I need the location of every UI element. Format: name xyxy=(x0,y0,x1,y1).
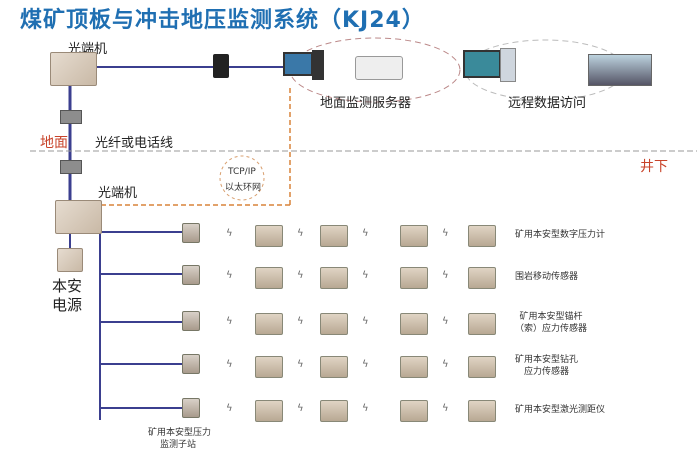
surface-label: 地面 xyxy=(40,135,68,151)
sensor-row-label-line: 围岩移动传感器 xyxy=(515,272,579,282)
wireless-icon: ϟ xyxy=(226,359,233,370)
substation-icon xyxy=(182,354,200,374)
sensor-icon xyxy=(468,356,496,378)
wireless-icon: ϟ xyxy=(362,403,369,414)
sensor-icon xyxy=(400,313,428,335)
remote-monitor-icon xyxy=(463,50,501,78)
surface-server-label: 地面监测服务器 xyxy=(320,96,412,111)
substation-label-2: 监测子站 xyxy=(160,440,197,450)
remote-tower-icon xyxy=(500,48,516,82)
sensor-row-label-line: 矿用本安型钻孔 xyxy=(515,355,579,365)
underground-label: 井下 xyxy=(640,159,668,175)
tcpip-label: TCP/IP xyxy=(228,167,256,177)
sensor-row-label: 矿用本安型锚杆 （索）应力传感器 xyxy=(515,311,587,335)
sensor-row-label-line: 矿用本安型激光测距仪 xyxy=(515,405,606,415)
substation-icon xyxy=(182,265,200,285)
wireless-icon: ϟ xyxy=(442,359,449,370)
sensor-icon xyxy=(255,313,283,335)
power-label-1: 本安 xyxy=(52,277,83,295)
wireless-icon: ϟ xyxy=(362,228,369,239)
sensor-icon xyxy=(400,267,428,289)
substation-icon xyxy=(182,311,200,331)
wireless-icon: ϟ xyxy=(362,359,369,370)
sensor-icon xyxy=(468,400,496,422)
wireless-icon: ϟ xyxy=(226,270,233,281)
sensor-icon xyxy=(255,400,283,422)
sensor-row-label-line: 应力传感器 xyxy=(524,367,570,377)
branch-lines xyxy=(100,231,183,409)
converter-icon-bottom xyxy=(60,160,82,174)
wireless-icon: ϟ xyxy=(297,403,304,414)
sensor-icon xyxy=(468,225,496,247)
converter-icon-top xyxy=(60,110,82,124)
sensor-row-label-line: 矿用本安型锚杆 xyxy=(519,312,583,322)
control-room-photo xyxy=(588,54,652,86)
sensor-icon xyxy=(468,267,496,289)
sensor-icon xyxy=(400,356,428,378)
sensor-row-label: 矿用本安型数字压力计 xyxy=(515,229,605,241)
sensor-icon xyxy=(400,225,428,247)
optical-terminal-bottom xyxy=(55,200,102,234)
wireless-icon: ϟ xyxy=(362,270,369,281)
wireless-icon: ϟ xyxy=(297,270,304,281)
substation-label-1: 矿用本安型压力 xyxy=(148,428,212,438)
optical-terminal-top xyxy=(50,52,97,86)
wireless-icon: ϟ xyxy=(297,316,304,327)
sensor-icon xyxy=(255,356,283,378)
printer-icon xyxy=(355,56,403,80)
sensor-icon xyxy=(468,313,496,335)
wireless-icon: ϟ xyxy=(297,228,304,239)
power-supply-icon xyxy=(57,248,83,272)
wireless-icon: ϟ xyxy=(442,316,449,327)
sensor-icon xyxy=(320,225,348,247)
substation-icon xyxy=(182,223,200,243)
remote-access-label: 远程数据访问 xyxy=(508,96,587,111)
sensor-icon xyxy=(255,267,283,289)
wireless-icon: ϟ xyxy=(442,228,449,239)
sensor-icon xyxy=(255,225,283,247)
sensor-row-label: 围岩移动传感器 xyxy=(515,271,578,283)
wireless-icon: ϟ xyxy=(226,403,233,414)
ups-icon xyxy=(213,54,229,78)
power-label-2: 电源 xyxy=(52,296,83,314)
wireless-icon: ϟ xyxy=(226,228,233,239)
sensor-row-label: 矿用本安型钻孔应力传感器 xyxy=(515,354,578,378)
sensor-icon xyxy=(400,400,428,422)
fiber-phone-label: 光纤或电话线 xyxy=(95,136,174,151)
wireless-icon: ϟ xyxy=(362,316,369,327)
server-tower-icon xyxy=(312,50,324,80)
server-monitor-icon xyxy=(283,52,313,76)
wireless-icon: ϟ xyxy=(226,316,233,327)
wireless-icon: ϟ xyxy=(442,270,449,281)
diagram-title: 煤矿顶板与冲击地压监测系统（KJ24） xyxy=(20,8,425,33)
sensor-row-label-line: （索）应力传感器 xyxy=(515,324,588,334)
sensor-icon xyxy=(320,313,348,335)
optical-terminal-bottom-label: 光端机 xyxy=(98,186,138,201)
wireless-icon: ϟ xyxy=(442,403,449,414)
sensor-icon xyxy=(320,400,348,422)
substation-icon xyxy=(182,398,200,418)
wireless-icon: ϟ xyxy=(297,359,304,370)
sensor-row-label-line: 矿用本安型数字压力计 xyxy=(515,230,606,240)
ethernet-ring-label: 以太环网 xyxy=(225,183,262,193)
sensor-icon xyxy=(320,267,348,289)
sensor-row-label: 矿用本安型激光测距仪 xyxy=(515,404,605,416)
tcpip-circle xyxy=(219,155,265,201)
sensor-icon xyxy=(320,356,348,378)
